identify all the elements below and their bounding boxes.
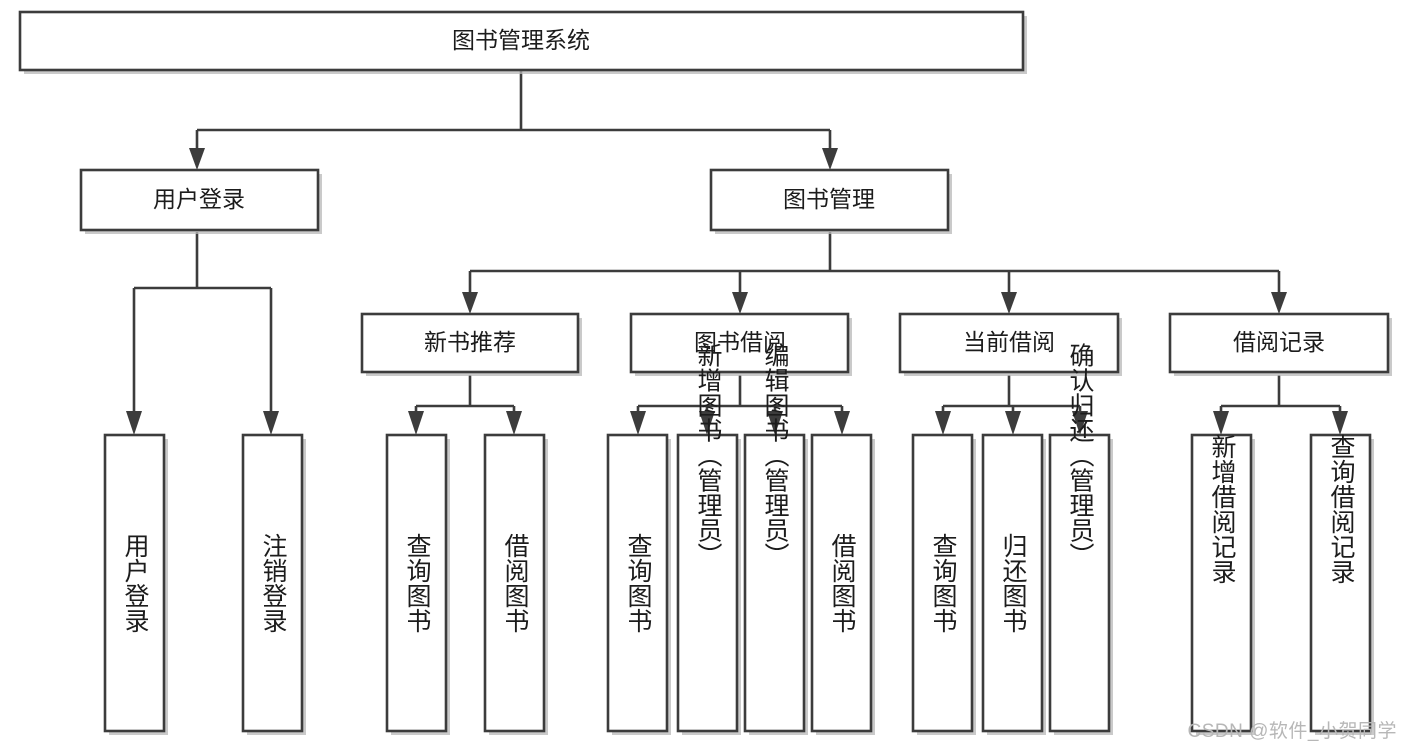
arrowhead-borrowrecord-leaf-1 <box>1213 411 1229 435</box>
node-new-book-recommend[interactable]: 新书推荐 <box>360 312 582 376</box>
borrow-record-label: 借阅记录 <box>1233 329 1325 355</box>
arrowhead-currentborrow-leaf-1 <box>935 411 951 435</box>
leaf-box <box>743 433 806 733</box>
node-current-borrow[interactable]: 当前借阅 <box>898 312 1122 376</box>
leaf-label-bookborrow-edit: 编辑图书（管理员） <box>761 343 790 568</box>
root-box <box>18 10 1025 72</box>
arrowhead-newbook-leaf-1 <box>408 411 424 435</box>
leaf-label-newbook-borrow: 借阅图书 <box>501 533 530 633</box>
leaf-node-bookborrow-query[interactable]: 查询图书 <box>606 433 671 735</box>
leaf-box <box>1190 433 1253 733</box>
arrowhead-borrowrecord-leaf-2 <box>1332 411 1348 435</box>
leaf-node-borrowrecord-query[interactable]: 查询借阅记录 <box>1309 433 1374 735</box>
arrowhead-to-book-borrow <box>732 292 748 314</box>
leaf-box <box>103 433 166 733</box>
leaf-box <box>676 433 739 733</box>
book-management-label: 图书管理 <box>783 186 875 212</box>
leaf-node-user-login-signin[interactable]: 用户登录 <box>103 433 168 735</box>
leaf-label-user-login-signout: 注销登录 <box>259 533 288 633</box>
new-book-recommend-label: 新书推荐 <box>424 329 516 355</box>
arrowhead-userlogin-leaf-2 <box>263 411 279 435</box>
node-book-borrow[interactable]: 图书借阅 <box>629 312 852 376</box>
leaf-box <box>981 433 1044 733</box>
arrowhead-newbook-leaf-2 <box>506 411 522 435</box>
leaf-box <box>483 433 546 733</box>
current-borrow-box <box>898 312 1120 374</box>
arrowhead-currentborrow-leaf-2 <box>1005 411 1021 435</box>
leaf-box <box>911 433 974 733</box>
book-borrow-label: 图书借阅 <box>694 329 786 355</box>
leaf-label-newbook-query: 查询图书 <box>403 533 432 633</box>
leaf-node-newbook-query[interactable]: 查询图书 <box>385 433 450 735</box>
leaf-node-currentborrow-confirm-return[interactable]: 确认归还（管理员） <box>1048 343 1113 736</box>
arrowhead-bookborrow-leaf-3 <box>767 411 783 435</box>
leaf-box <box>810 433 873 733</box>
leaf-node-newbook-borrow[interactable]: 借阅图书 <box>483 433 548 735</box>
new-book-recommend-box <box>360 312 580 374</box>
root-label: 图书管理系统 <box>452 27 590 53</box>
leaf-box <box>241 433 304 733</box>
leaf-node-bookborrow-borrow[interactable]: 借阅图书 <box>810 433 875 735</box>
node-user-login[interactable]: 用户登录 <box>79 168 322 234</box>
book-borrow-box <box>629 312 850 374</box>
arrowhead-to-borrow-record <box>1271 292 1287 314</box>
leaf-label-currentborrow-return: 归还图书 <box>999 533 1028 633</box>
arrowhead-userlogin-leaf-1 <box>126 411 142 435</box>
leaf-label-borrowrecord-query: 查询借阅记录 <box>1327 434 1356 584</box>
leaf-node-bookborrow-add[interactable]: 新增图书（管理员） <box>676 343 741 736</box>
leaf-label-bookborrow-borrow: 借阅图书 <box>828 533 857 633</box>
connector-layer <box>126 70 1348 435</box>
leaf-label-bookborrow-query: 查询图书 <box>624 533 653 633</box>
leaf-node-currentborrow-return[interactable]: 归还图书 <box>981 433 1046 735</box>
leaf-node-borrowrecord-add[interactable]: 新增借阅记录 <box>1190 433 1255 735</box>
leaf-box <box>1309 433 1372 733</box>
node-book-management[interactable]: 图书管理 <box>709 168 952 234</box>
leaf-label-borrowrecord-add: 新增借阅记录 <box>1208 434 1237 584</box>
arrowhead-root-to-book-mgmt <box>822 148 838 170</box>
arrowhead-to-new-book-recommend <box>462 292 478 314</box>
arrowhead-bookborrow-leaf-2 <box>699 411 715 435</box>
node-borrow-record[interactable]: 借阅记录 <box>1168 312 1392 376</box>
book-management-box <box>709 168 950 232</box>
leaf-node-bookborrow-edit[interactable]: 编辑图书（管理员） <box>743 343 808 736</box>
arrowhead-bookborrow-leaf-1 <box>630 411 646 435</box>
user-login-box <box>79 168 320 232</box>
arrowhead-bookborrow-leaf-4 <box>834 411 850 435</box>
leaf-box <box>1048 433 1111 733</box>
leaf-box <box>385 433 448 733</box>
leaf-label-currentborrow-confirm-return: 确认归还（管理员） <box>1066 343 1095 568</box>
arrowhead-to-current-borrow <box>1001 292 1017 314</box>
leaf-label-currentborrow-query: 查询图书 <box>929 533 958 633</box>
leaf-label-user-login-signin: 用户登录 <box>121 533 150 633</box>
node-root-book-management-system[interactable]: 图书管理系统 <box>18 10 1027 74</box>
current-borrow-label: 当前借阅 <box>963 329 1055 355</box>
borrow-record-box <box>1168 312 1390 374</box>
user-login-label: 用户登录 <box>153 186 245 212</box>
arrowhead-currentborrow-leaf-3 <box>1072 411 1088 435</box>
leaf-box <box>606 433 669 733</box>
arrowhead-root-to-user-login <box>189 148 205 170</box>
leaf-node-currentborrow-query[interactable]: 查询图书 <box>911 433 976 735</box>
leaf-node-user-login-signout[interactable]: 注销登录 <box>241 433 306 735</box>
leaf-label-bookborrow-add: 新增图书（管理员） <box>694 343 723 568</box>
